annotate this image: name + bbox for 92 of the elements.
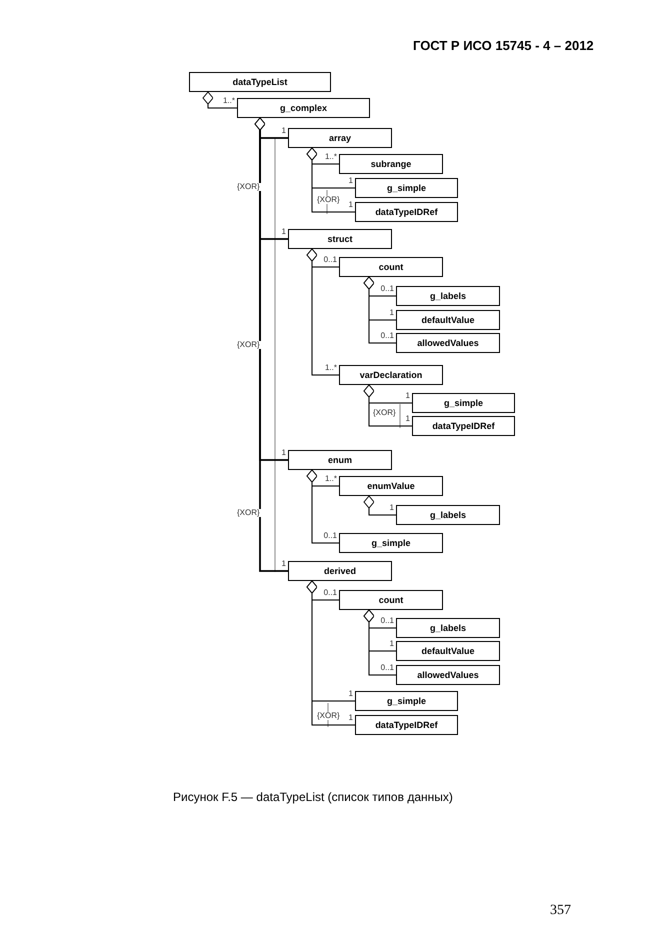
- multiplicity-label: 1..*: [324, 153, 337, 161]
- class-name: count: [378, 262, 404, 272]
- class-name: enum: [328, 456, 352, 464]
- class-box: [396, 286, 500, 306]
- constraint-label: {XOR}: [316, 712, 341, 720]
- class-name: subrange: [370, 160, 412, 168]
- constraint-label: {XOR}: [372, 409, 397, 417]
- class-name: dataTypeIDRef: [375, 720, 438, 730]
- figure-caption: Рисунок F.5 — dataTypeList (список типов данных): [173, 789, 453, 806]
- class-box: [339, 476, 443, 496]
- aggregation-line: [364, 276, 396, 344]
- multiplicity-label: 1..*: [324, 364, 337, 372]
- multiplicity-label: 0..1: [322, 589, 337, 597]
- class-box: [288, 561, 392, 581]
- page-number: 357: [550, 902, 571, 920]
- class-box: [355, 178, 458, 198]
- multiplicity-label: 1: [348, 201, 353, 209]
- class-box: [339, 590, 443, 610]
- class-name: defaultValue: [421, 646, 474, 656]
- class-box: [237, 98, 370, 118]
- class-box: [355, 691, 458, 711]
- page-header: ГОСТ Р ИСО 15745 - 4 – 2012: [413, 37, 594, 55]
- constraint-label: {XOR}: [236, 183, 261, 191]
- aggregation-line: [364, 496, 396, 516]
- class-box: [412, 416, 515, 436]
- constraint-label: {XOR}: [236, 341, 261, 349]
- class-name: allowedValues: [417, 670, 479, 680]
- class-box: [339, 257, 443, 277]
- multiplicity-label: 1: [280, 228, 286, 236]
- class-name: g_labels: [430, 624, 466, 632]
- aggregation-line: [306, 148, 356, 212]
- class-name: g_complex: [280, 104, 328, 112]
- multiplicity-label: 1: [388, 640, 394, 648]
- class-box: [396, 310, 500, 330]
- multiplicity-label: 0..1: [380, 617, 394, 625]
- class-box: [355, 715, 458, 735]
- multiplicity-label: 1: [404, 392, 410, 400]
- multiplicity-label: 1: [348, 690, 353, 698]
- multiplicity-label: 1: [280, 127, 286, 135]
- class-name: defaultValue: [421, 316, 474, 324]
- class-box: [396, 333, 500, 353]
- aggregation-line: [306, 580, 356, 726]
- class-name: array: [328, 134, 352, 142]
- multiplicity-label: 0..1: [322, 256, 337, 264]
- multiplicity-label: 1: [404, 415, 410, 423]
- class-name: g_simple: [386, 184, 426, 192]
- class-box: [288, 229, 392, 249]
- aggregation-line: [364, 384, 412, 426]
- multiplicity-label: 1: [388, 309, 394, 317]
- class-name: struct: [327, 234, 352, 244]
- constraint-label: {XOR}: [316, 196, 341, 204]
- class-box: [396, 618, 500, 638]
- multiplicity-label: 1..*: [324, 475, 337, 483]
- class-box: [339, 533, 443, 553]
- multiplicity-label: 0..1: [380, 332, 394, 340]
- aggregation-line: [202, 92, 238, 108]
- class-name: g_simple: [386, 696, 426, 706]
- multiplicity-label: 1: [388, 504, 394, 512]
- aggregation-line: [306, 470, 340, 544]
- class-name: dataTypeIDRef: [432, 422, 495, 430]
- multiplicity-label: 1: [280, 449, 286, 457]
- class-name: dataTypeList: [232, 78, 288, 86]
- class-name: g_simple: [444, 398, 483, 408]
- class-name: g_labels: [430, 292, 466, 300]
- aggregation-line: [254, 118, 288, 572]
- class-name: varDeclaration: [360, 370, 422, 380]
- class-name: g_simple: [371, 538, 410, 548]
- class-box: [396, 505, 500, 525]
- class-box: [288, 450, 392, 470]
- class-name: g_labels: [430, 510, 466, 520]
- multiplicity-label: 0..1: [380, 664, 394, 672]
- multiplicity-label: 1: [348, 177, 353, 185]
- class-name: count: [378, 596, 404, 604]
- multiplicity-label: 1..*: [222, 97, 235, 105]
- class-box: [189, 72, 331, 92]
- class-box: [339, 365, 443, 385]
- class-name: dataTypeIDRef: [375, 208, 438, 216]
- class-name: allowedValues: [417, 338, 479, 348]
- class-box: [355, 202, 458, 222]
- class-name: enumValue: [367, 482, 415, 490]
- class-box: [339, 154, 443, 174]
- multiplicity-label: 1: [280, 560, 286, 568]
- aggregation-line: [306, 248, 340, 376]
- class-box: [396, 641, 500, 661]
- constraint-label: {XOR}: [236, 509, 261, 517]
- aggregation-line: [364, 610, 396, 676]
- class-box: [412, 393, 515, 413]
- multiplicity-label: 0..1: [322, 532, 337, 540]
- class-box: [288, 128, 392, 148]
- class-box: [396, 665, 500, 685]
- class-name: derived: [324, 566, 356, 576]
- multiplicity-label: 0..1: [380, 285, 394, 293]
